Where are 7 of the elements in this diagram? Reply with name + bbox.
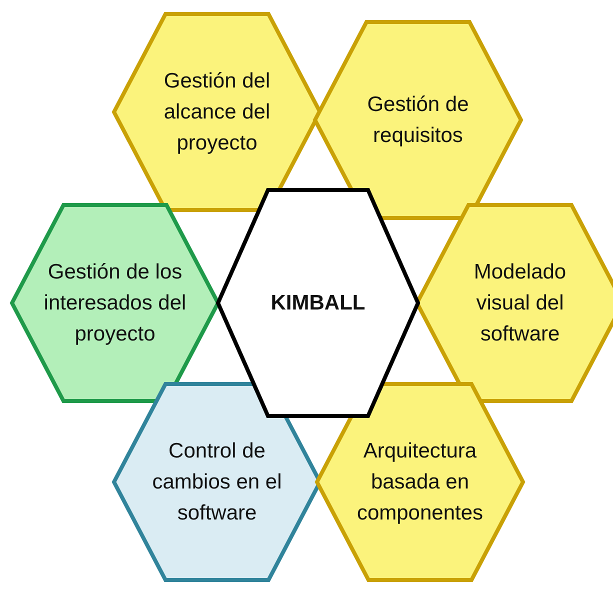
hexagon-label: KIMBALL bbox=[270, 290, 366, 316]
hexagon-label: Control de cambios en el software bbox=[151, 438, 283, 526]
hexagon-label: Arquitectura basada en componentes bbox=[356, 438, 484, 526]
hexagon-label: Gestión de requisitos bbox=[366, 92, 470, 149]
hexagon-label: Gestión del alcance del proyecto bbox=[162, 68, 272, 156]
hexagon-label: Gestión de los interesados del proyecto bbox=[42, 260, 188, 348]
hexagon-label: Modelado visual del software bbox=[472, 260, 568, 348]
